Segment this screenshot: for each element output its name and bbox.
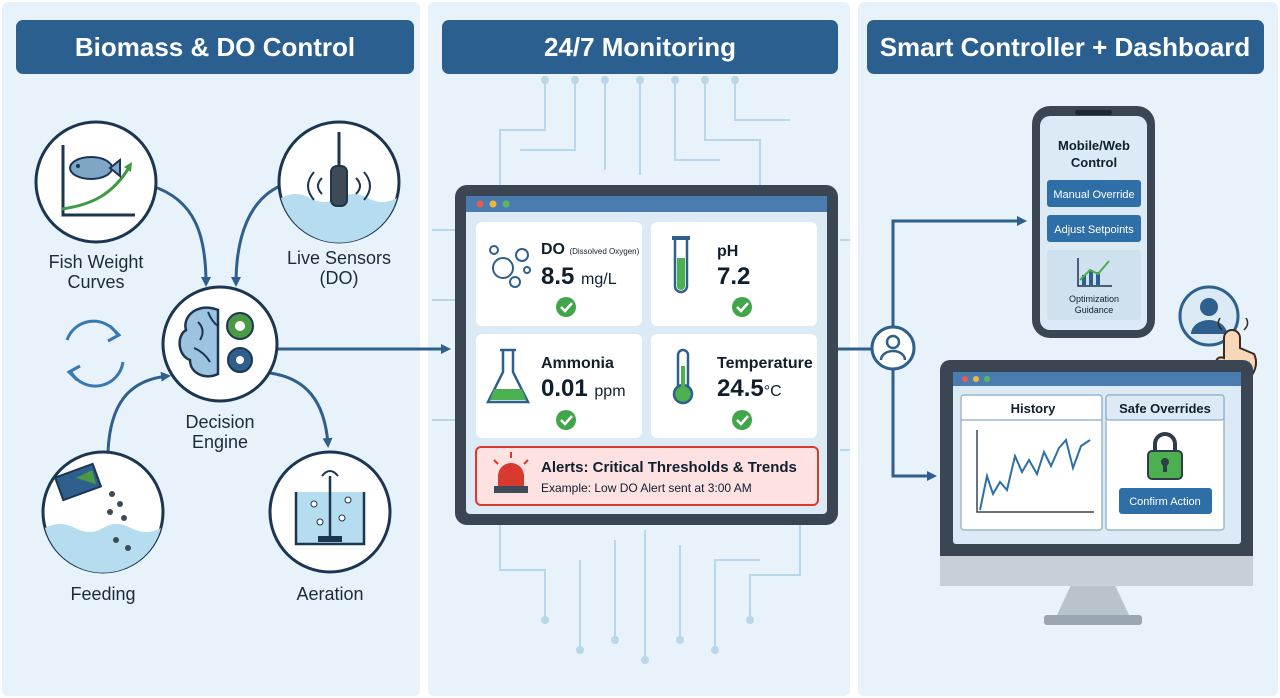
title-bar-left: Biomass & DO Control: [16, 20, 414, 74]
card-do: DO (Dissolved Oxygen) 8.5 mg/L: [476, 222, 642, 326]
tab-history[interactable]: History: [960, 394, 1103, 531]
alert-title: Alerts: Critical Thresholds & Trends: [541, 459, 797, 476]
card-temperature: Temperature 24.5°C: [651, 334, 817, 438]
check-icon: [732, 410, 752, 430]
history-chart: [976, 430, 1094, 513]
label-feeding: Feeding: [70, 584, 135, 604]
do-value: 8.5: [541, 263, 574, 290]
user-avatar-icon: [1178, 285, 1240, 347]
do-sublabel: (Dissolved Oxygen): [569, 247, 639, 256]
label-decision-engine-1: Decision: [185, 412, 254, 432]
do-label: DO: [541, 241, 565, 258]
phone-title-2: Control: [1071, 155, 1117, 170]
svg-text:DO (Dissolved Oxygen): DO (Dissolved Oxygen): [541, 241, 640, 258]
confirm-action-button[interactable]: Confirm Action: [1119, 488, 1212, 514]
ph-label: pH: [717, 243, 738, 260]
circuit-background: [432, 80, 850, 660]
card-ph: pH 7.2: [651, 222, 817, 326]
check-icon: [556, 297, 576, 317]
ammonia-unit: ppm: [594, 383, 625, 400]
check-icon: [732, 297, 752, 317]
adjust-setpoints-button[interactable]: Adjust Setpoints: [1047, 215, 1141, 242]
phone-title-1: Mobile/Web: [1058, 138, 1130, 153]
user-node-icon: [870, 325, 916, 371]
svg-text:0.01 ppm: 0.01 ppm: [541, 375, 626, 402]
label-fish-weight-2: Curves: [67, 272, 124, 292]
siren-icon: [493, 452, 529, 493]
temperature-unit: °C: [764, 383, 782, 400]
right-flow-arrows: [838, 216, 1027, 481]
title-right: Smart Controller + Dashboard: [880, 32, 1251, 62]
title-bar-middle: 24/7 Monitoring: [442, 20, 838, 74]
optimization-guidance-card[interactable]: Optimization Guidance: [1047, 250, 1141, 320]
bubbles-icon: [489, 245, 531, 288]
title-left: Biomass & DO Control: [75, 32, 355, 62]
label-fish-weight-1: Fish Weight: [49, 252, 144, 272]
growth-chart-icon: [1077, 258, 1112, 287]
fish-growth-chart-icon: [34, 120, 158, 244]
svg-text:8.5 mg/L: 8.5 mg/L: [541, 263, 617, 290]
optimization-label-1: Optimization: [1069, 294, 1119, 304]
ph-value: 7.2: [717, 263, 750, 290]
alert-banner[interactable]: Alerts: Critical Thresholds & Trends Exa…: [475, 446, 819, 506]
temperature-value: 24.5: [717, 375, 764, 402]
label-live-sensors-1: Live Sensors: [287, 248, 391, 268]
ammonia-value: 0.01: [541, 375, 588, 402]
adjust-setpoints-label: Adjust Setpoints: [1054, 224, 1134, 236]
thermometer-icon: [672, 348, 694, 405]
card-ammonia: Ammonia 0.01 ppm: [476, 334, 642, 438]
manual-override-label: Manual Override: [1053, 189, 1134, 201]
left-flow-arrows: [106, 184, 451, 453]
label-decision-engine-2: Engine: [192, 432, 248, 452]
alert-example: Example: Low DO Alert sent at 3:00 AM: [541, 481, 752, 495]
temperature-label: Temperature: [717, 355, 813, 372]
cycle-icon: [65, 319, 125, 388]
title-bar-right: Smart Controller + Dashboard: [867, 20, 1264, 74]
title-middle: 24/7 Monitoring: [544, 32, 736, 62]
optimization-label-2: Guidance: [1075, 305, 1114, 315]
tab-safe-overrides-label: Safe Overrides: [1119, 401, 1211, 416]
feeding-icon: [41, 450, 165, 574]
ammonia-label: Ammonia: [541, 355, 614, 372]
manual-override-button[interactable]: Manual Override: [1047, 180, 1141, 207]
check-icon: [556, 410, 576, 430]
circuit-nodes: [541, 76, 754, 664]
test-tube-icon: [672, 236, 690, 294]
label-live-sensors-2: (DO): [320, 268, 359, 288]
tab-history-label: History: [1011, 401, 1057, 416]
flask-icon: [485, 348, 531, 404]
lock-icon: [1147, 432, 1183, 480]
label-aeration: Aeration: [296, 584, 363, 604]
aeration-icon: [268, 450, 392, 574]
sensor-probe-icon: [277, 120, 401, 244]
svg-text:24.5°C: 24.5°C: [717, 375, 782, 402]
brain-gears-icon: [161, 285, 279, 403]
do-unit: mg/L: [581, 271, 617, 288]
confirm-action-label: Confirm Action: [1129, 496, 1201, 508]
